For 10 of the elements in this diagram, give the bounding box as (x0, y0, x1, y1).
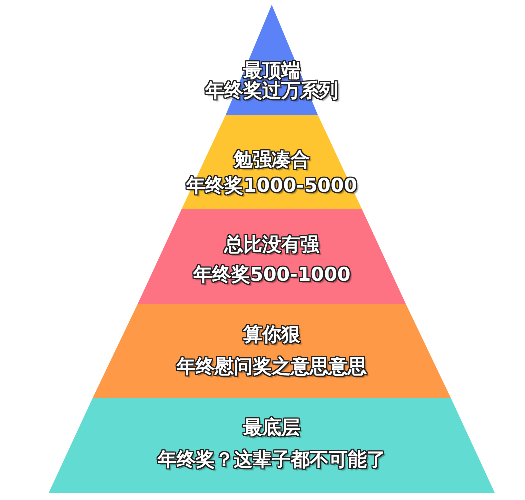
pyramid-tier (138, 209, 406, 304)
pyramid-tier (93, 304, 451, 398)
tier-title: 最底层 (244, 417, 300, 439)
pyramid-tier (49, 398, 495, 493)
tier-title: 勉强凑合 (234, 149, 310, 171)
tier-description: 年终慰问奖之意思意思 (177, 356, 367, 378)
tier-description: 年终奖？这辈子都不可能了 (158, 449, 386, 471)
tier-title: 算你狠 (244, 324, 300, 346)
tier-title: 总比没有强 (224, 234, 320, 256)
tier-description: 年终奖500-1000 (193, 264, 351, 286)
